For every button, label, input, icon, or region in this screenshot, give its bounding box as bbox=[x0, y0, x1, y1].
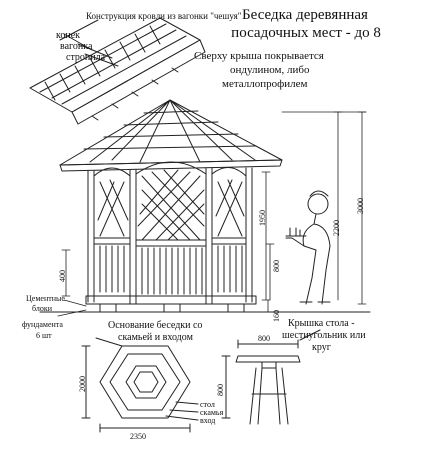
roof-label-boards: вагонка bbox=[60, 41, 93, 52]
dim-total-height: 3000 bbox=[356, 198, 365, 214]
dim-plan-width: 2350 bbox=[130, 432, 146, 441]
dim-wall-height: 1950 bbox=[258, 210, 267, 226]
elevation-dimensions bbox=[57, 111, 367, 317]
roof-note-line-2: ондулином, либо bbox=[230, 64, 310, 76]
title-line-2: посадочных мест - до 8 bbox=[231, 25, 381, 41]
table-caption-line-3: круг bbox=[312, 342, 331, 353]
dim-roof-height: 2200 bbox=[332, 220, 341, 236]
dim-panel-height: 800 bbox=[272, 260, 281, 272]
dim-base-height: 160 bbox=[272, 310, 281, 322]
roof-label-ridge: конек bbox=[56, 30, 80, 41]
foundation-label-3: фундамента bbox=[22, 320, 63, 329]
plan-label-entrance: вход bbox=[200, 416, 216, 425]
table-caption-line-1: Крышка стола - bbox=[288, 318, 355, 329]
roof-note-line-1: Сверху крыша покрывается bbox=[194, 50, 324, 62]
plan-label-bench: скамья bbox=[200, 408, 224, 417]
base-caption-line-1: Основание беседки со bbox=[108, 320, 203, 331]
table-caption-line-2: шестиугольник или bbox=[282, 330, 366, 341]
base-caption-line-2: скамьей и входом bbox=[118, 332, 193, 343]
roof-label-rafters: стропила bbox=[66, 52, 106, 63]
hex-plan bbox=[81, 337, 199, 433]
table-drawing bbox=[221, 329, 321, 425]
roof-note-line-3: металлопрофилем bbox=[222, 78, 308, 90]
dim-table-height: 800 bbox=[216, 384, 225, 396]
foundation-label-1: Цементные bbox=[26, 294, 65, 303]
dim-plan-depth: 2000 bbox=[78, 376, 87, 392]
foundation-label-2: блоки bbox=[32, 304, 53, 313]
foundation-label-4: 6 шт bbox=[36, 331, 52, 340]
gazebo-elevation bbox=[39, 99, 371, 313]
waiter-figure bbox=[285, 190, 331, 305]
roof-detail-heading: Конструкция кровли из вагонки "чешуя" bbox=[86, 11, 242, 21]
dim-bench-height: 400 bbox=[58, 270, 67, 282]
title-line-1: Беседка деревянная bbox=[242, 7, 368, 23]
dim-table-width: 800 bbox=[258, 334, 270, 343]
roof-detail-drawing bbox=[29, 17, 206, 125]
plan-label-table: стол bbox=[200, 400, 215, 409]
